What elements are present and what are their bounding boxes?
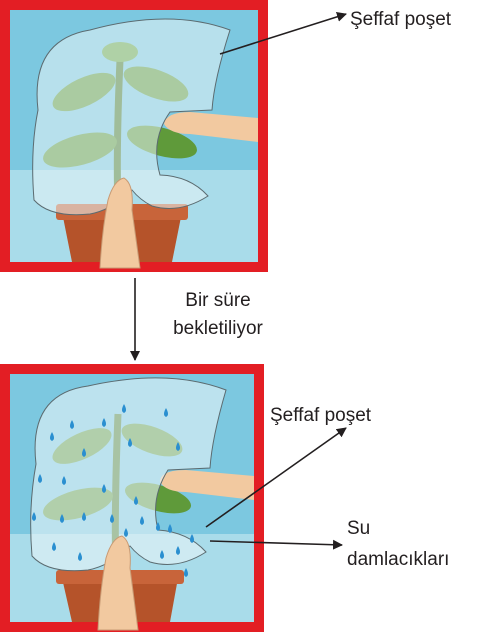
arrow-to-bag-top: [220, 14, 346, 54]
label-transparent-bag-bottom: Şeffaf poşet: [270, 404, 371, 427]
label-transparent-bag-top: Şeffaf poşet: [350, 8, 451, 31]
arrow-to-bag-bottom: [206, 428, 346, 527]
label-droplets-line1: Su: [347, 513, 449, 544]
label-waiting-line2: bekletiliyor: [163, 315, 273, 343]
arrow-to-droplets: [210, 541, 342, 545]
label-droplets-line2: damlacıkları: [347, 544, 449, 575]
label-waiting-step: Bir süre bekletiliyor: [163, 287, 273, 343]
label-waiting-line1: Bir süre: [163, 287, 273, 315]
label-water-droplets: Su damlacıkları: [347, 513, 449, 575]
